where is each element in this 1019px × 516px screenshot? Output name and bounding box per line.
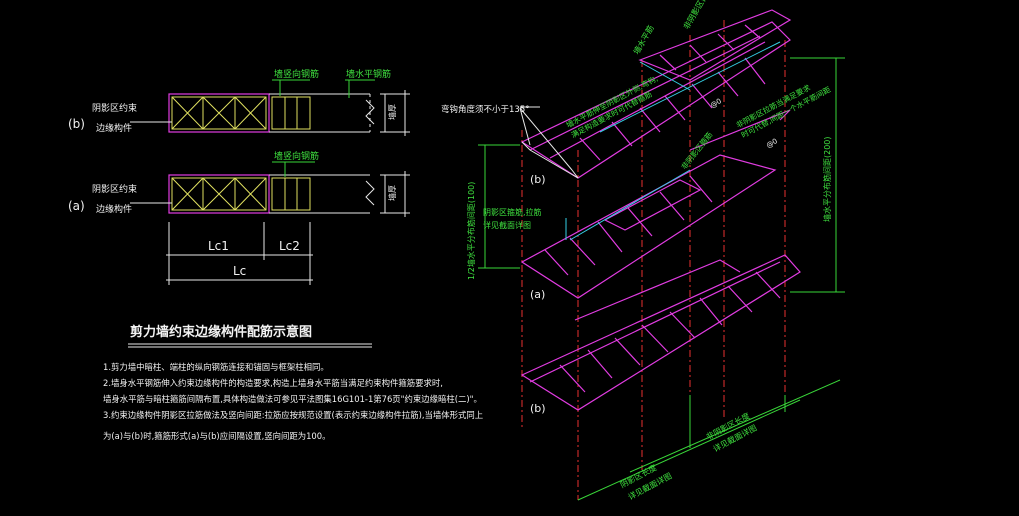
dim-right-label: 墙水平分布筋间距(200) [822,136,832,222]
note-line-4: 3.约束边缘构件阴影区拉筋做法及竖向间距:拉筋应按规范设置(表示约束边缘构件拉筋… [103,410,483,420]
title-block: 剪力墙约束边缘构件配筋示意图 1.剪力墙中暗柱、端柱的纵向钢筋连接和锚固与框架柱… [103,324,483,441]
section-b-plan [130,79,410,136]
note-line-3: 墙身水平筋与暗柱箍筋间隔布置,具体构造做法可参见平法图集16G101-1第76页… [103,394,482,404]
iso-label-b-bottom: (b) [530,402,546,415]
note-mid-1b: 详见截面详图 [483,220,531,230]
iso-label-b-top: (b) [530,173,546,186]
zone-name-b-1: 阴影区约束 [92,102,137,114]
section-label-a: (a) [68,199,85,213]
iso-red-axes [521,20,786,500]
wall-thickness-b: 墙厚 [387,104,397,120]
note-line-2: 2.墙身水平钢筋伸入约束边缘构件的构造要求,构造上墙身水平筋当满足约束构件箍筋要… [103,378,443,388]
iso-layer-top-upper [638,9,792,81]
iso-label-a: (a) [530,288,545,301]
note-top-3: 非阴影区箍筋 [681,0,714,31]
dim-lc1: Lc1 [208,239,229,253]
section-label-b: (b) [68,117,85,131]
wall-thickness-a: 墙厚 [387,185,397,201]
zone-name-b-2: 边缘构件 [96,122,132,134]
zone-name-a-1: 阴影区约束 [92,183,137,195]
hook-angle-note: 弯钩角度须不小于135° [441,104,529,115]
note-mid-1a: 阴影区箍筋,拉筋 [483,207,542,217]
dim-lc: Lc [233,264,246,278]
dim-lc2: Lc2 [279,239,300,253]
mid-label-vertical-rebar: 墙竖向钢筋 [274,150,319,162]
iso-layer-b-top [520,21,791,179]
top-label-vertical-rebar: 墙竖向钢筋 [274,68,319,80]
note-mid-2: 非阴影区箍筋 [679,129,715,171]
drawing-title: 剪力墙约束边缘构件配筋示意图 [130,324,312,340]
spacing-label-2: @0 [765,137,779,150]
iso-layer-a [520,109,791,299]
zone-name-a-2: 边缘构件 [96,203,132,215]
left-labels: (b) (a) 阴影区约束 边缘构件 阴影区约束 边缘构件 墙竖向钢筋 墙水平钢… [68,68,397,278]
note-line-1: 1.剪力墙中暗柱、端柱的纵向钢筋连接和锚固与框架柱相同。 [103,362,329,372]
plan-dimensions [166,222,313,285]
top-label-horizontal-rebar: 墙水平钢筋 [346,68,391,80]
note-line-5: 为(a)与(b)时,箍筋形式(a)与(b)应间隔设置,竖向间距为100。 [103,431,330,441]
iso-leaders [519,106,579,240]
note-top-2: 墙水平筋 [631,23,656,56]
spacing-label-1: @0 [709,97,723,110]
iso-labels: 弯钩角度须不小于135° (b) (a) (b) 墙水平筋伸至阴影区外侧,弯钩,… [441,0,833,502]
iso-dimensions [478,57,845,501]
section-a-plan [130,161,410,217]
iso-layer-b-bottom [520,254,801,411]
dim-left-label: 1/2墙水平分布筋间距(100) [466,182,476,280]
